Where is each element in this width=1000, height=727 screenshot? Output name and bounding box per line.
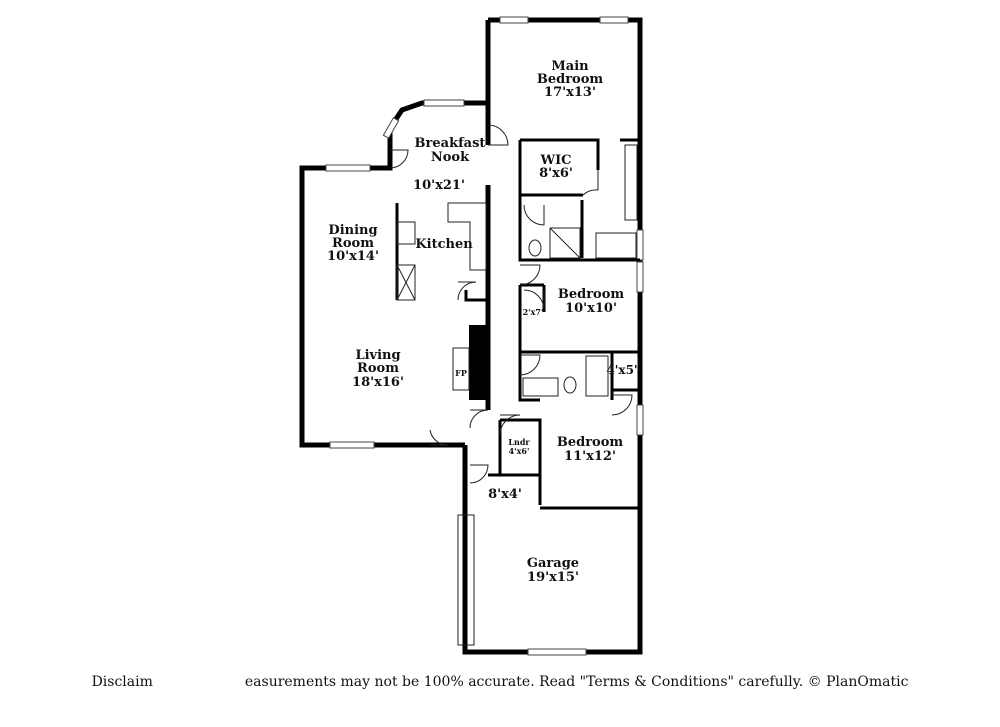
windows [325,16,644,656]
main-bedroom-label-line1: Main [551,59,589,74]
dining-room-label-line1: Dining [328,223,377,238]
wic-label: WIC [539,153,571,168]
door-swings [389,124,633,484]
bedroom-2-label: Bedroom [558,287,625,302]
hall-8x4-dims: 8'x4' [488,487,522,502]
bedroom-3-dims: 11'x12' [564,449,616,464]
disclaimer-text-left: Disclaim [91,674,153,690]
disclaimer-text-right: easurements may not be 100% accurate. Re… [244,674,909,690]
breakfast-nook-label-line1: Breakfast [415,136,486,151]
laundry-label: Lndr [508,437,530,447]
fireplace-label: FP [455,368,467,378]
bedroom-3-label: Bedroom [557,435,624,450]
living-room-label-line2: Room [357,361,399,376]
closet-4x5-dims: 4'x5' [606,363,637,377]
breakfast-nook-label-line2: Nook [431,150,470,165]
fireplace-block [469,325,488,400]
fireplace-hearth [452,347,470,391]
garage-dims: 19'x15' [527,570,579,585]
main-bedroom-label-line2: Bedroom [537,72,604,87]
dining-room-dims: 10'x14' [327,249,379,264]
disclaimer: Disclaim easurements may not be 100% accu… [0,674,1000,690]
bedroom-2-dims: 10'x10' [565,301,617,316]
living-room-label-line1: Living [355,348,400,363]
garage-label: Garage [527,556,579,571]
kitchen-label: Kitchen [415,237,473,252]
dining-room-label-line2: Room [332,236,374,251]
closet-small-dims: 2'x7' [523,307,544,317]
main-bedroom-dims: 17'x13' [544,85,596,100]
fixtures [396,144,638,646]
laundry-dims: 4'x6' [509,446,530,456]
interior-walls [395,138,640,510]
kitchen-dims: 10'x21' [413,178,465,193]
living-room-dims: 18'x16' [352,375,404,390]
wic-dims: 8'x6' [539,166,573,181]
